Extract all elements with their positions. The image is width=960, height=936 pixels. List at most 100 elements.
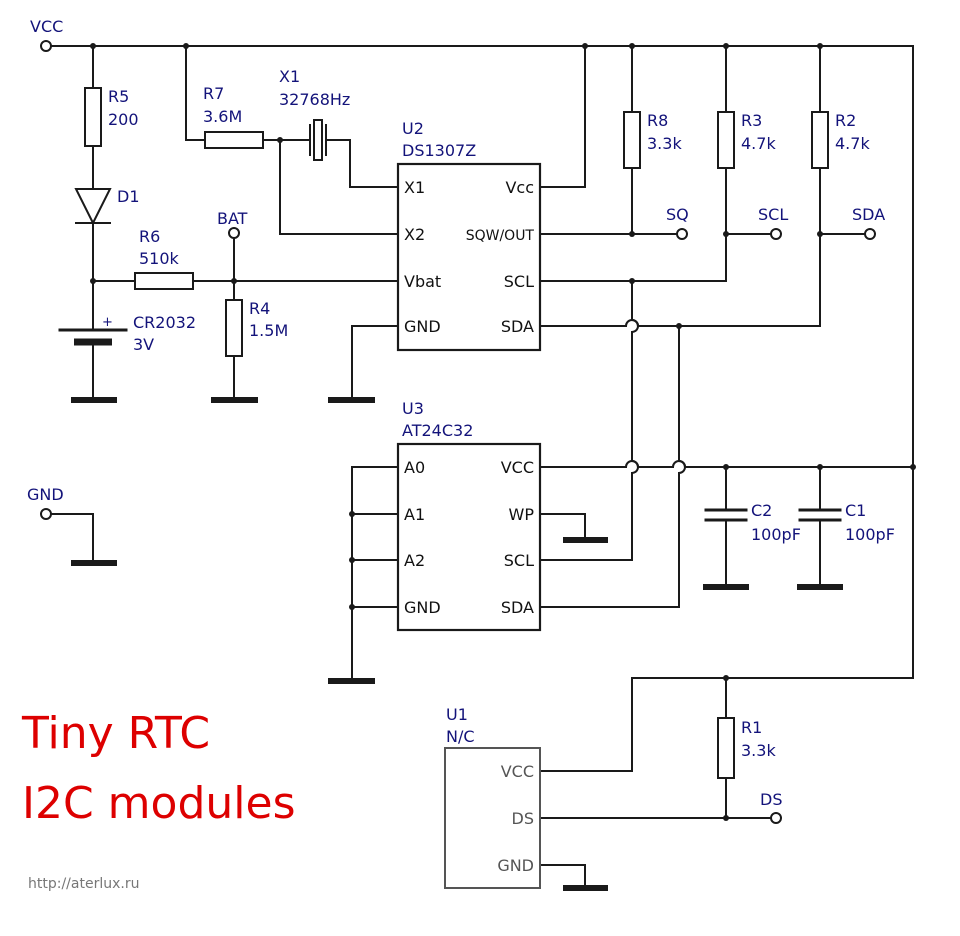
resistor-r1: [717, 717, 735, 779]
resistor-icon: [84, 87, 102, 147]
u2-pin-sqw-out: SQW/OUT: [466, 228, 535, 244]
resistor-icon: [225, 299, 243, 357]
r5-value: 200: [108, 110, 139, 129]
resistor-icon: [204, 131, 264, 149]
u2-pin-x1: X1: [404, 178, 425, 197]
gnd-terminal-icon: [40, 508, 52, 520]
net-label-sq: SQ: [666, 205, 689, 224]
r3-ref: R3: [741, 111, 762, 130]
u3-pin-gnd: GND: [404, 598, 441, 617]
diode-icon: [74, 188, 112, 226]
battery-cr2032: [58, 328, 128, 346]
capacitor-c1: [798, 508, 842, 522]
u3-part: AT24C32: [402, 421, 473, 440]
u3-pin-vcc: VCC: [501, 458, 534, 477]
r5-ref: R5: [108, 87, 129, 106]
u3-pin-a2: A2: [404, 551, 425, 570]
u1-ref: U1: [446, 705, 468, 724]
bat-terminal-icon: [228, 227, 240, 239]
resistor-icon: [134, 272, 194, 290]
u3-pin-a0: A0: [404, 458, 425, 477]
resistor-r8: [623, 111, 641, 169]
r6-ref: R6: [139, 227, 160, 246]
net-label-gnd: GND: [27, 485, 64, 504]
r2-value: 4.7k: [835, 134, 870, 153]
chip-u2-body: [396, 162, 542, 352]
title-line2: I2C modules: [22, 778, 296, 829]
r7-value: 3.6M: [203, 107, 242, 126]
battery-ref: CR2032: [133, 313, 196, 332]
crystal-x1: [309, 119, 327, 161]
r4-ref: R4: [249, 299, 270, 318]
u2-part: DS1307Z: [402, 141, 476, 160]
wires: [51, 45, 914, 889]
resistor-r2: [811, 111, 829, 169]
terminals: [40, 40, 876, 824]
ds-terminal-icon: [770, 812, 782, 824]
sda-terminal-icon: [864, 228, 876, 240]
u3-pin-wp: WP: [509, 505, 535, 524]
junctions: [90, 43, 916, 821]
u3-pin-scl: SCL: [504, 551, 534, 570]
resistor-r7: [204, 131, 264, 149]
u1-pin-ds: DS: [512, 809, 534, 828]
source-url: http://aterlux.ru: [28, 876, 139, 892]
u1-pin-gnd: GND: [497, 856, 534, 875]
resistor-icon: [717, 111, 735, 169]
u3-ref: U3: [402, 399, 424, 418]
r8-value: 3.3k: [647, 134, 682, 153]
u2-pin-sda: SDA: [501, 317, 534, 336]
resistor-r4: [225, 299, 243, 357]
resistor-r6: [134, 272, 194, 290]
title-line1: Tiny RTC: [21, 708, 210, 759]
r8-ref: R8: [647, 111, 668, 130]
sq-terminal-icon: [676, 228, 688, 240]
r7-ref: R7: [203, 84, 224, 103]
c1-ref: C1: [845, 501, 866, 520]
u2-pin-vcc: Vcc: [505, 178, 534, 197]
resistor-r5: [84, 87, 102, 147]
d1-ref: D1: [117, 187, 140, 206]
u2-ref: U2: [402, 119, 424, 138]
resistor-icon: [623, 111, 641, 169]
labels: VCC BAT GND SQ SCL SDA DS R5 200 R7 3.6M…: [27, 17, 895, 809]
resistor-icon: [811, 111, 829, 169]
c1-value: 100pF: [845, 525, 895, 544]
c2-ref: C2: [751, 501, 772, 520]
crystal-icon: [313, 119, 323, 161]
u1-part: N/C: [446, 727, 475, 746]
u2-pin-scl: SCL: [504, 272, 534, 291]
battery-value: 3V: [133, 335, 154, 354]
r3-value: 4.7k: [741, 134, 776, 153]
battery-plus: +: [102, 315, 113, 330]
u2-pin-x2: X2: [404, 225, 425, 244]
net-label-vcc: VCC: [30, 17, 63, 36]
u3-pin-sda: SDA: [501, 598, 534, 617]
ground-symbols: [71, 397, 843, 891]
resistor-r3: [717, 111, 735, 169]
u1-pin-vcc: VCC: [501, 762, 534, 781]
net-label-scl: SCL: [758, 205, 788, 224]
r4-value: 1.5M: [249, 321, 288, 340]
r1-ref: R1: [741, 718, 762, 737]
r6-value: 510k: [139, 249, 180, 268]
u2-pin-vbat: Vbat: [404, 272, 441, 291]
vcc-terminal-icon: [40, 40, 52, 52]
resistor-icon: [717, 717, 735, 779]
chip-u1-body: [444, 747, 541, 889]
r2-ref: R2: [835, 111, 856, 130]
u2-pin-gnd: GND: [404, 317, 441, 336]
net-label-sda: SDA: [852, 205, 885, 224]
u3-pin-a1: A1: [404, 505, 425, 524]
capacitor-c2: [704, 508, 748, 522]
x1-ref: X1: [279, 67, 300, 86]
net-label-ds: DS: [760, 790, 782, 809]
net-label-bat: BAT: [217, 209, 248, 228]
x1-value: 32768Hz: [279, 90, 350, 109]
r1-value: 3.3k: [741, 741, 776, 760]
c2-value: 100pF: [751, 525, 801, 544]
chip-u3-body: [396, 442, 542, 632]
diode-d1: [74, 188, 112, 226]
scl-terminal-icon: [770, 228, 782, 240]
